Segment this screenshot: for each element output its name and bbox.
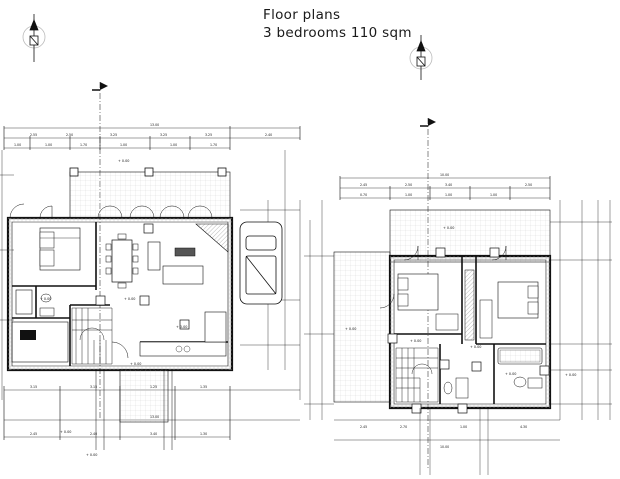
svg-text:1.00: 1.00 [14, 143, 21, 147]
svg-text:+ 0.00: + 0.00 [565, 373, 576, 377]
svg-text:+ 0.00: + 0.00 [345, 327, 356, 331]
svg-text:3.25: 3.25 [160, 133, 167, 137]
svg-text:1.70: 1.70 [210, 143, 217, 147]
staircase-icon [395, 347, 439, 403]
svg-text:1.35: 1.35 [200, 385, 207, 389]
svg-text:1.00: 1.00 [120, 143, 127, 147]
svg-text:2.45: 2.45 [30, 432, 37, 436]
svg-text:2.70: 2.70 [400, 425, 407, 429]
svg-text:1.00: 1.00 [45, 143, 52, 147]
svg-text:1.00: 1.00 [445, 193, 452, 197]
svg-text:1.00: 1.00 [405, 193, 412, 197]
svg-text:+ 0.00: + 0.00 [86, 453, 97, 457]
north-arrow-icon [22, 14, 46, 62]
svg-text:1.00: 1.00 [460, 425, 467, 429]
upper-floor-plan: + 0.00 + 0.00 + 0.00 + 0.00 + 0.00 + 0.0… [304, 118, 612, 475]
svg-text:3.15: 3.15 [30, 385, 37, 389]
staircase-icon [71, 307, 113, 365]
svg-text:1.70: 1.70 [80, 143, 87, 147]
svg-text:2.40: 2.40 [265, 133, 272, 137]
north-arrow-icon [409, 35, 433, 80]
svg-text:+ 0.00: + 0.00 [40, 297, 51, 301]
svg-text:4.30: 4.30 [520, 425, 527, 429]
svg-text:13.00: 13.00 [150, 123, 159, 127]
title-line-2: 3 bedrooms 110 sqm [263, 25, 412, 41]
svg-text:+ 0.00: + 0.00 [470, 345, 481, 349]
svg-text:1.00: 1.00 [170, 143, 177, 147]
svg-text:13.00: 13.00 [150, 415, 159, 419]
svg-text:2.45: 2.45 [360, 183, 367, 187]
svg-text:3.25: 3.25 [205, 133, 212, 137]
ground-floor-plan: + 0.00 + 0.00 + 0.00 + 0.00 + 0.00 + 0.0… [0, 82, 301, 457]
svg-text:2.40: 2.40 [90, 432, 97, 436]
svg-text:+ 0.00: + 0.00 [60, 430, 71, 434]
svg-text:2.50: 2.50 [525, 183, 532, 187]
svg-text:3.15: 3.15 [90, 385, 97, 389]
svg-text:10.00: 10.00 [440, 445, 449, 449]
title-line-1: Floor plans [263, 7, 341, 23]
svg-text:10.00: 10.00 [440, 173, 449, 177]
svg-text:+ 0.00: + 0.00 [118, 159, 129, 163]
svg-text:2.50: 2.50 [405, 183, 412, 187]
svg-text:3.25: 3.25 [110, 133, 117, 137]
svg-text:+ 0.00: + 0.00 [130, 362, 141, 366]
svg-text:0.70: 0.70 [360, 193, 367, 197]
svg-text:2.45: 2.45 [360, 425, 367, 429]
svg-text:+ 0.00: + 0.00 [176, 325, 187, 329]
svg-text:3.40: 3.40 [150, 432, 157, 436]
svg-text:1.30: 1.30 [200, 432, 207, 436]
svg-text:+ 0.00: + 0.00 [505, 372, 516, 376]
svg-text:2.55: 2.55 [30, 133, 37, 137]
svg-text:+ 0.00: + 0.00 [410, 339, 421, 343]
svg-text:+ 0.00: + 0.00 [124, 297, 135, 301]
svg-text:3.40: 3.40 [445, 183, 452, 187]
svg-text:+ 0.00: + 0.00 [443, 226, 454, 230]
car-icon [239, 221, 283, 305]
svg-text:1.25: 1.25 [150, 385, 157, 389]
page-title: Floor plans 3 bedrooms 110 sqm [263, 6, 412, 42]
svg-text:1.00: 1.00 [490, 193, 497, 197]
svg-text:2.50: 2.50 [66, 133, 73, 137]
